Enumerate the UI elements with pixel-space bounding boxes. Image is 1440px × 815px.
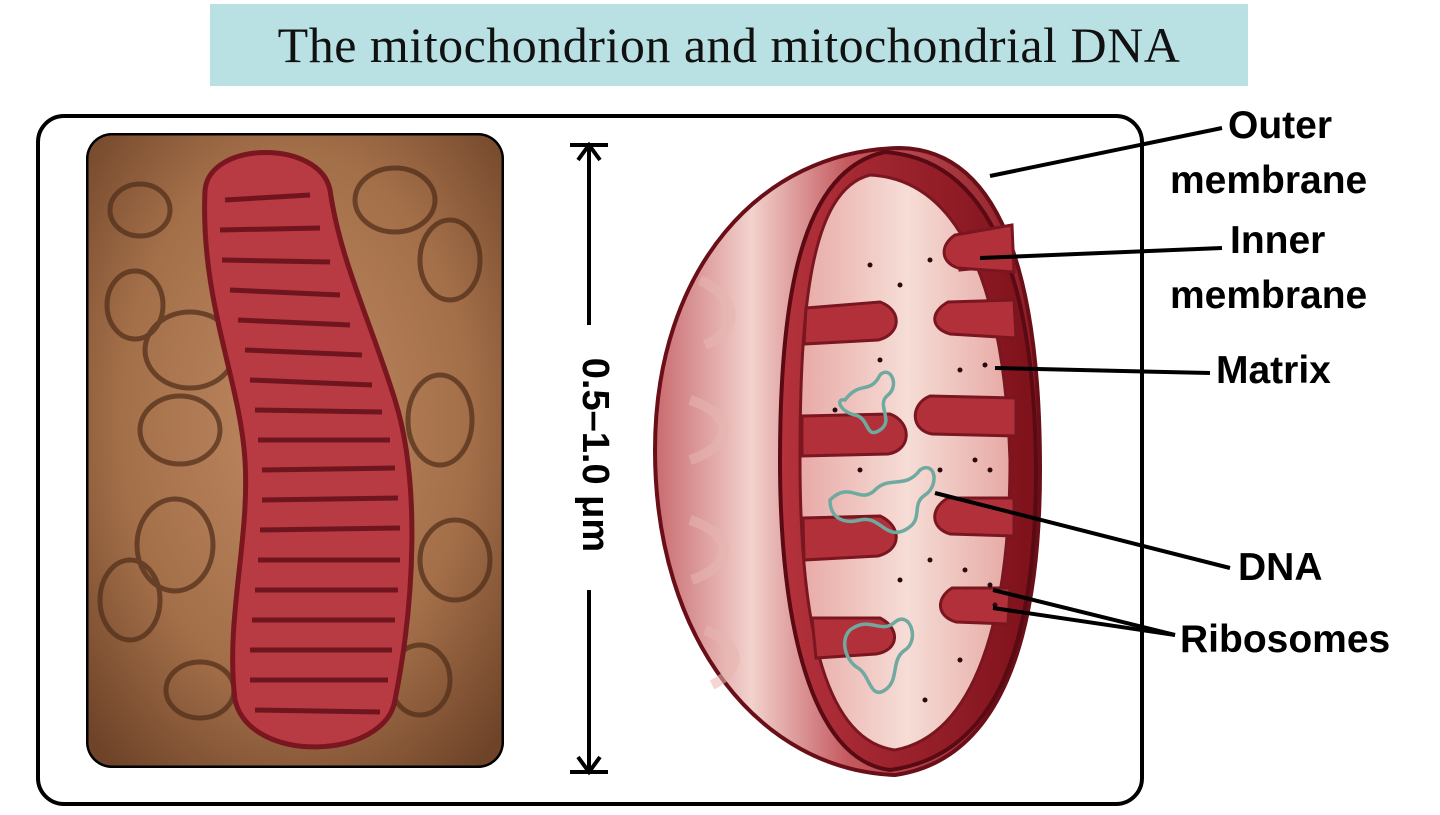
label-outer-membrane-line2: membrane bbox=[1170, 159, 1368, 202]
label-outer-membrane-line1: Outer bbox=[1228, 104, 1333, 147]
leader-dna bbox=[934, 491, 1231, 570]
label-dna: DNA bbox=[1238, 546, 1323, 589]
leader-outer-membrane bbox=[989, 126, 1223, 178]
title-banner: The mitochondrion and mitochondrial DNA bbox=[210, 4, 1248, 86]
leader-lines bbox=[934, 126, 1231, 637]
leader-matrix bbox=[994, 366, 1211, 375]
leader-ribosomes-1 bbox=[992, 588, 1176, 637]
electron-micrograph bbox=[86, 133, 504, 768]
scale-label: 0.5–1.0 μm bbox=[570, 325, 620, 585]
label-ribosomes: Ribosomes bbox=[1180, 618, 1391, 661]
leader-ribosomes-2 bbox=[992, 606, 1176, 637]
ribosome-dots bbox=[832, 257, 998, 703]
diagram-title: The mitochondrion and mitochondrial DNA bbox=[277, 17, 1181, 73]
micrograph-mitochondrion bbox=[202, 150, 415, 750]
scale-bar bbox=[570, 141, 608, 776]
mitochondrion-illustration bbox=[652, 145, 1043, 778]
cristae bbox=[800, 223, 1018, 660]
label-inner-membrane-line1: Inner bbox=[1230, 219, 1326, 262]
leader-inner-membrane bbox=[979, 246, 1223, 260]
dna-strands bbox=[828, 370, 936, 694]
label-matrix: Matrix bbox=[1216, 349, 1331, 392]
label-inner-membrane-line2: membrane bbox=[1170, 274, 1368, 317]
